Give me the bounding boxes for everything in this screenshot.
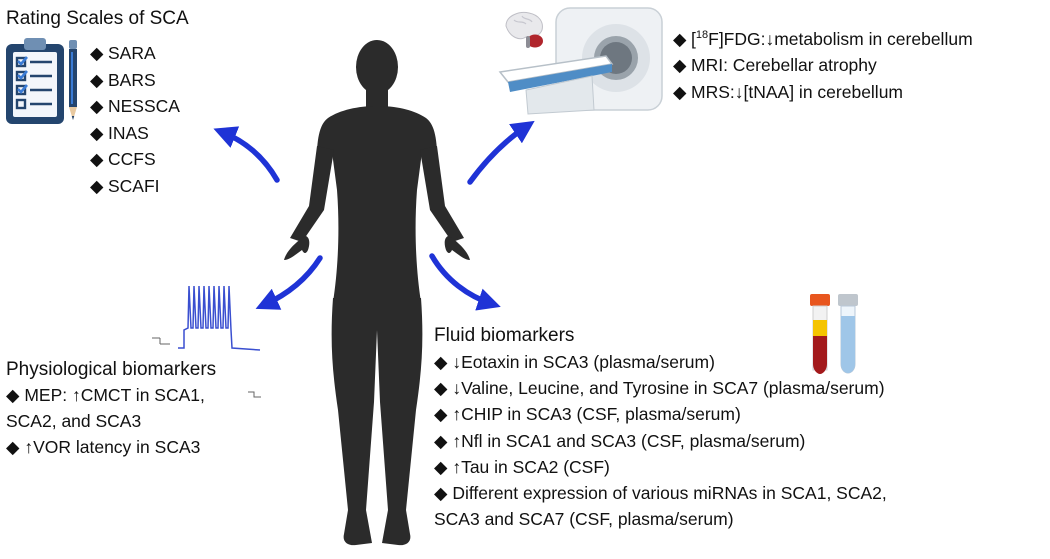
bullet-marker: ◆	[90, 122, 104, 143]
pencil-icon	[69, 40, 77, 120]
bullet-marker: ◆	[673, 81, 687, 102]
rating-scales-title: Rating Scales of SCA	[6, 8, 189, 29]
mri-scanner-icon	[498, 7, 663, 115]
arrow-to-rating-scales	[213, 126, 280, 183]
imaging-item-fdg: ◆[18F]FDG:↓metabolism in cerebellum	[673, 22, 973, 52]
bullet-marker: ◆	[90, 96, 104, 116]
arrow-to-imaging	[467, 120, 535, 185]
physiological-list: ◆ MEP: ↑CMCT in SCA1, SCA2, and SCA3 ◆ ↑…	[6, 382, 205, 460]
imaging-list: ◆[18F]FDG:↓metabolism in cerebellum ◆MRI…	[673, 22, 973, 105]
physiological-line: SCA2, and SCA3	[6, 411, 142, 431]
blood-tube-icon	[810, 294, 830, 374]
rating-scales-list: ◆SARA ◆BARS ◆NESSCA ◆INAS ◆CCFS ◆SCAFI	[90, 40, 180, 199]
fluid-line: ◆ Different expression of various miRNAs…	[434, 483, 887, 504]
physiological-line: ◆ ↑VOR latency in SCA3	[6, 437, 201, 457]
stimulus-marker-icon	[248, 391, 261, 398]
plasma-tube-icon	[838, 294, 858, 374]
neuron-spike-trace-icon	[152, 285, 261, 351]
rating-item: ◆INAS	[90, 120, 180, 147]
clipboard-checklist-icon	[6, 38, 64, 124]
fluid-line: ◆ ↓Valine, Leucine, and Tyrosine in SCA7…	[434, 378, 885, 399]
imaging-item-mrs: ◆MRS:↓[tNAA] in cerebellum	[673, 79, 973, 106]
bullet-marker: ◆	[90, 43, 104, 63]
fluid-line: ◆ ↑Nfl in SCA1 and SCA3 (CSF, plasma/ser…	[434, 430, 806, 451]
bullet-marker: ◆	[90, 149, 104, 169]
physiological-line: ◆ MEP: ↑CMCT in SCA1,	[6, 385, 205, 405]
fluid-line: ◆ ↓Eotaxin in SCA3 (plasma/serum)	[434, 352, 715, 372]
rating-item: ◆SARA	[90, 40, 180, 67]
imaging-item-mri: ◆MRI: Cerebellar atrophy	[673, 52, 973, 79]
fluid-line: SCA3 and SCA7 (CSF, plasma/serum)	[434, 509, 734, 530]
rating-item: ◆NESSCA	[90, 93, 180, 120]
brain-icon	[505, 12, 543, 48]
bullet-marker: ◆	[90, 175, 104, 196]
bullet-marker: ◆	[673, 28, 687, 49]
fluid-title: Fluid biomarkers	[434, 325, 575, 346]
arrow-to-physiological	[255, 255, 323, 310]
arrow-to-fluid	[429, 253, 501, 311]
human-silhouette-icon	[284, 40, 470, 546]
rating-item: ◆CCFS	[90, 146, 180, 173]
bullet-marker: ◆	[673, 55, 687, 76]
bullet-marker: ◆	[90, 69, 104, 90]
fluid-list: ◆ ↓Eotaxin in SCA3 (plasma/serum) ◆ ↓Val…	[434, 349, 887, 532]
rating-item: ◆SCAFI	[90, 173, 180, 200]
physiological-title: Physiological biomarkers	[6, 359, 217, 380]
fluid-line: ◆ ↑Tau in SCA2 (CSF)	[434, 456, 610, 477]
fluid-line: ◆ ↑CHIP in SCA3 (CSF, plasma/serum)	[434, 404, 741, 425]
rating-item: ◆BARS	[90, 67, 180, 94]
